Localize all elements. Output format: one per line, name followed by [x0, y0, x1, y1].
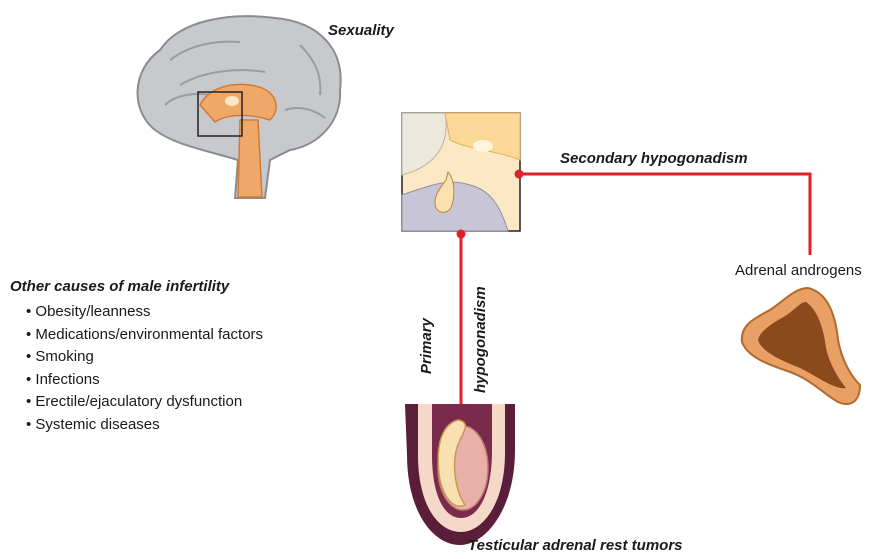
- other-causes-panel: Other causes of male infertility Obesity…: [10, 278, 263, 436]
- other-causes-list: Obesity/leanness Medications/environment…: [10, 301, 263, 436]
- label-sexuality: Sexuality: [328, 22, 394, 39]
- cause-item: Medications/environmental factors: [26, 324, 263, 347]
- label-secondary-hypogonadism: Secondary hypogonadism: [560, 150, 748, 167]
- brain-icon: [138, 16, 341, 198]
- label-adrenal-androgens: Adrenal androgens: [735, 262, 862, 279]
- adrenal-gland-icon: [742, 288, 860, 404]
- label-primary-hypogonadism-line2: hypogonadism: [472, 286, 489, 393]
- primary-node: [457, 230, 466, 239]
- cause-item: Infections: [26, 369, 263, 392]
- other-causes-title: Other causes of male infertility: [10, 278, 263, 295]
- label-testicular-adrenal-rest-tumors: Testicular adrenal rest tumors: [468, 537, 683, 554]
- cause-item: Obesity/leanness: [26, 301, 263, 324]
- secondary-node: [515, 170, 524, 179]
- label-primary-hypogonadism-line1: Primary: [418, 318, 435, 374]
- cause-item: Smoking: [26, 346, 263, 369]
- pituitary-icon: [402, 113, 520, 231]
- testis-icon: [405, 404, 515, 545]
- cause-item: Erectile/ejaculatory dysfunction: [26, 391, 263, 414]
- cause-item: Systemic diseases: [26, 414, 263, 437]
